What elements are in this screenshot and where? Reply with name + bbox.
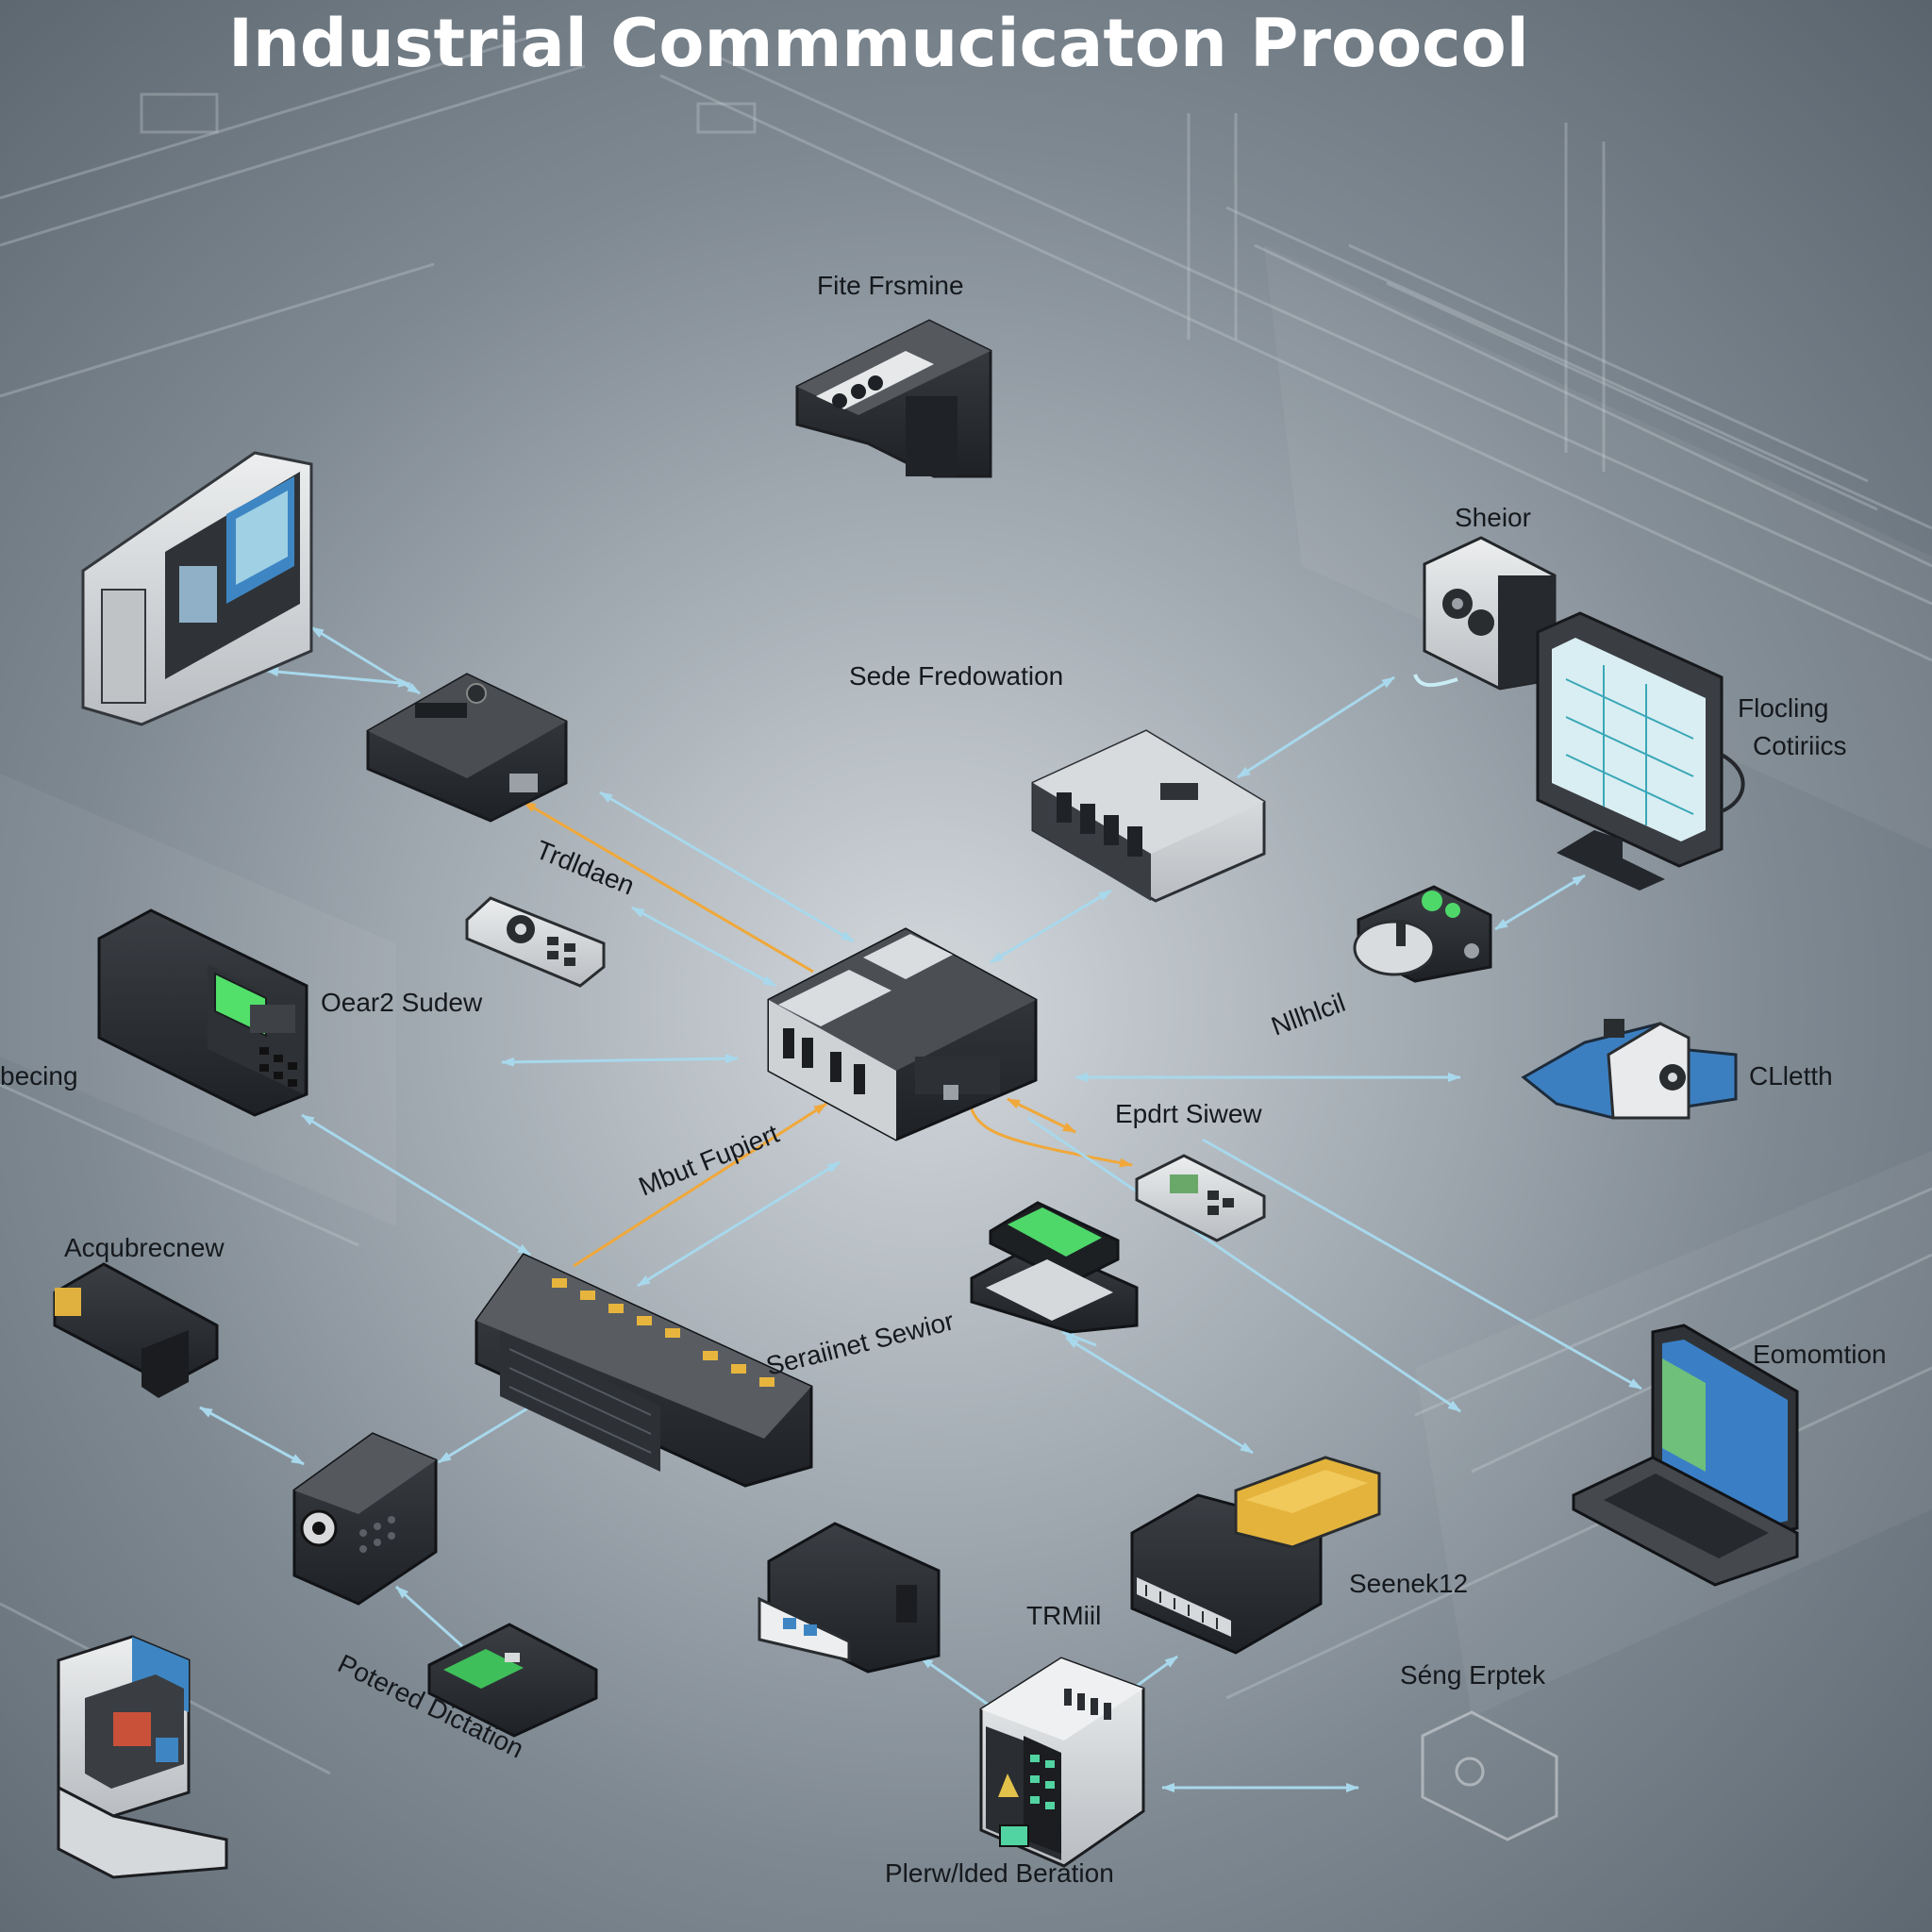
drive-controller-icon[interactable]: [97, 908, 308, 1117]
link-plc-serial: [1027, 1116, 1461, 1413]
camera-sensor-icon[interactable]: [1413, 536, 1557, 691]
robot-arm-icon[interactable]: [1521, 1019, 1738, 1120]
sensor-module-icon[interactable]: [1353, 885, 1492, 983]
label-oear2-sudew: Oear2 Sudew: [321, 988, 483, 1017]
link-switch-plc-orange: [573, 1102, 827, 1268]
label-acqubrecnew: Acqubrecnew: [64, 1233, 225, 1262]
io-card-icon[interactable]: [1135, 1154, 1266, 1242]
label-seenek12: Seenek12: [1349, 1569, 1468, 1598]
link-iocard-laptop: [1202, 1138, 1642, 1391]
link-plc-gateway: [599, 791, 855, 943]
label-trmiil: TRMiil: [1026, 1601, 1101, 1630]
serial-gateway-icon[interactable]: [1130, 1456, 1381, 1655]
label-eomomtion: Eomomtion: [1753, 1340, 1887, 1369]
io-module-icon[interactable]: [292, 1432, 438, 1606]
label-clieth: CLletth: [1749, 1061, 1833, 1091]
link-relay-io: [394, 1585, 464, 1648]
link-sensor-monitor: [1494, 874, 1586, 931]
label-epdrt-siwew: Epdrt Siwew: [1115, 1099, 1262, 1128]
terminal-block-icon[interactable]: [795, 319, 992, 478]
link-gateway-hmi-2: [310, 625, 421, 695]
link-plc-remote: [631, 906, 776, 988]
monitor-icon[interactable]: [1536, 611, 1745, 891]
label-cotiriics: Cotiriics: [1753, 731, 1847, 760]
link-rack-camera: [1237, 675, 1395, 779]
link-plc-drive: [501, 1054, 739, 1067]
network-switch-icon[interactable]: [475, 1253, 813, 1488]
kiosk-icon[interactable]: [57, 1635, 228, 1879]
link-iocard-plc-orange: [1007, 1097, 1076, 1134]
link-gateway-hmi: [265, 667, 411, 688]
label-mbut-fupiert: Mbut Fupiert: [635, 1119, 784, 1202]
link-connector-io: [199, 1406, 305, 1466]
connector-icon[interactable]: [53, 1262, 219, 1398]
link-keypad-psu: [920, 1656, 993, 1709]
label-trdldaen: Trdldaen: [532, 835, 639, 901]
link-display-serial-2: [1061, 1330, 1097, 1347]
link-switch-plc: [637, 1160, 841, 1288]
label-becing: becing: [0, 1061, 78, 1091]
label-flocling: Flocling: [1738, 693, 1828, 723]
hmi-panel-icon[interactable]: [81, 451, 313, 726]
label-sheior: Sheior: [1455, 503, 1531, 532]
label-nllhlcil: Nllhlcil: [1267, 988, 1349, 1041]
laptop-icon[interactable]: [1572, 1324, 1799, 1587]
gateway-module-icon[interactable]: [366, 673, 568, 823]
label-fite-frsmine: Fite Frsmine: [817, 271, 964, 300]
keypad-unit-icon[interactable]: [979, 1657, 1145, 1868]
placeholder-device-icon[interactable]: [1421, 1710, 1558, 1841]
diagram-title: Industrial Commmucicaton Proocol: [228, 5, 1529, 82]
link-drive-switch: [301, 1113, 531, 1257]
device-layer: [53, 319, 1799, 1879]
label-plerw-lded-beration: Plerw/lded Beration: [885, 1858, 1114, 1888]
remote-control-icon[interactable]: [465, 896, 606, 988]
central-plc-icon[interactable]: [767, 927, 1038, 1141]
link-plc-rack: [990, 889, 1112, 964]
plc-rack-icon[interactable]: [1031, 729, 1266, 903]
label-seng-erptel: Séng Erptek: [1400, 1660, 1546, 1690]
display-controller-icon[interactable]: [970, 1201, 1139, 1334]
link-display-serial: [1065, 1336, 1254, 1455]
background-schematic: [0, 36, 1932, 1775]
power-supply-icon[interactable]: [758, 1522, 941, 1674]
relay-icon[interactable]: [427, 1623, 598, 1738]
label-sede-fredowation: Sede Fredowation: [849, 661, 1063, 691]
label-seraiinet-sewior: Seraiinet Sewior: [763, 1306, 957, 1380]
